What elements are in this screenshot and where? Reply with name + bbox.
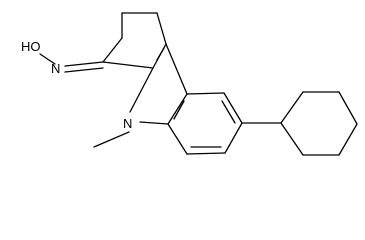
- benzene-ring: [167, 92, 243, 155]
- bond-c4b-c5: [186, 92, 225, 95]
- ring-nitrogen-label: N: [123, 116, 132, 131]
- bond-n-methyl: [93, 131, 130, 148]
- bond-c7-c8: [186, 152, 226, 155]
- bond-c8-c8a: [167, 123, 188, 155]
- bond-c8a-n: [139, 121, 169, 125]
- structure-canvas: N HO N: [21, 12, 358, 156]
- bond-c1-n-double-b: [64, 67, 104, 73]
- bond-cy6-cy1: [280, 122, 304, 156]
- cyclohexyl-ring: [241, 91, 358, 156]
- bond-c5-c6: [223, 92, 243, 124]
- hydroxyl-label: HO: [21, 39, 41, 54]
- bond-c4a-c4b: [165, 43, 188, 95]
- bond-cy3-cy4: [338, 91, 358, 125]
- bond-c9b-n: [129, 67, 154, 113]
- bond-c1-n-double-a: [64, 61, 104, 67]
- bond-c4b-c8a: [167, 93, 188, 125]
- bond-c6-c7: [224, 122, 243, 154]
- bond-c4-c4a: [156, 12, 167, 45]
- bond-c9b-c1: [102, 61, 154, 69]
- oxime-nitrogen-label: N: [51, 61, 60, 76]
- bond-c9b-c4a-inner: [156, 47, 165, 61]
- bond-cy1-cy2: [280, 91, 304, 124]
- bond-c4b-c8a-inner: [173, 100, 185, 120]
- bond-c1-c2: [102, 37, 123, 63]
- molecule-drawing: N HO N: [21, 12, 358, 156]
- pyrrole-ring: N: [93, 43, 188, 148]
- oxime-group: N HO: [21, 39, 104, 76]
- bond-c5-c6-inner: [221, 100, 236, 124]
- bond-cy4-cy5: [338, 123, 358, 156]
- bond-n-o: [39, 53, 56, 65]
